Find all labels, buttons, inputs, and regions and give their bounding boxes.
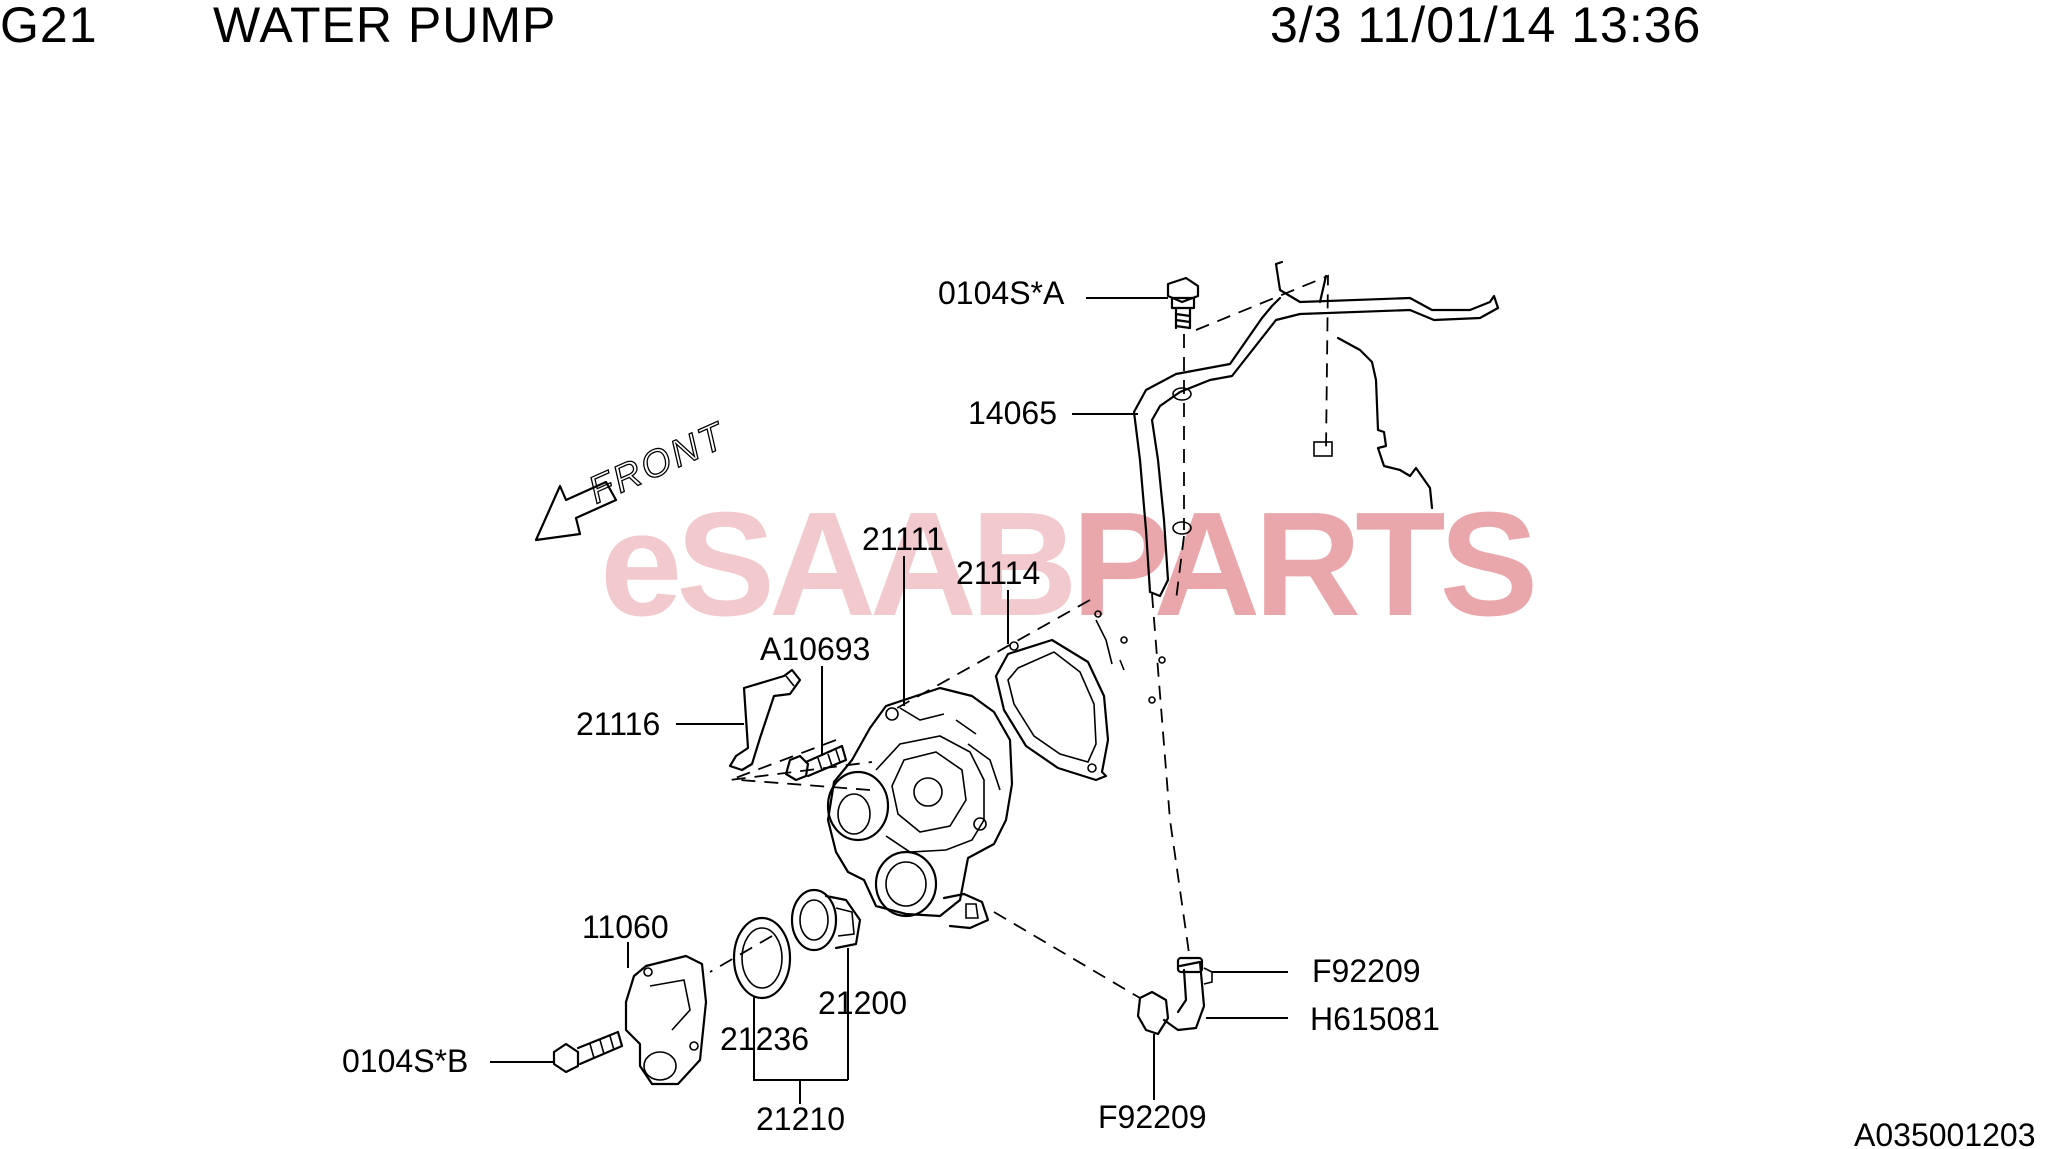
- diagram-reference-code: A035001203: [1854, 1117, 2036, 1149]
- watermark-part-1: eSAAB: [600, 482, 1072, 647]
- label-A10693: A10693: [760, 631, 870, 667]
- bolt-bottom-icon: [552, 1030, 624, 1074]
- water-pipe-icon: [1132, 260, 1500, 598]
- label-21111: 21111: [862, 521, 944, 557]
- label-F92209-upper: F92209: [1312, 953, 1421, 989]
- label-21116: 21116: [576, 706, 660, 742]
- bolt-top-icon: [1166, 276, 1200, 330]
- label-H615081: H615081: [1310, 1001, 1440, 1037]
- page-info: 3/3 11/01/14 13:36: [1270, 0, 1702, 53]
- label-0104S-B: 0104S*B: [342, 1043, 468, 1079]
- label-0104S-A: 0104S*A: [938, 275, 1065, 311]
- label-21114: 21114: [956, 555, 1040, 591]
- thermostat-cover-icon: [624, 954, 708, 1086]
- thermostat-icon: [790, 888, 862, 952]
- gasket-21116-icon: [728, 668, 802, 772]
- label-F92209-lower: F92209: [1098, 1099, 1207, 1135]
- label-21200: 21200: [818, 985, 907, 1021]
- section-title: WATER PUMP: [213, 0, 557, 53]
- water-pump-body-icon: [826, 686, 1014, 930]
- watermark-part-2: PARTS: [1072, 482, 1533, 647]
- label-11060: 11060: [582, 909, 669, 945]
- bolt-a10693-icon: [784, 744, 848, 782]
- o-ring-icon: [732, 916, 792, 1000]
- label-14065: 14065: [968, 395, 1057, 431]
- watermark-text: eSAABPARTS: [600, 482, 1533, 647]
- gasket-21114-icon: [994, 610, 1166, 782]
- section-code: G21: [0, 0, 98, 53]
- label-21236: 21236: [720, 1021, 809, 1057]
- leader-lines: [490, 297, 1288, 1104]
- hose-and-clamps-icon: [1136, 956, 1213, 1036]
- label-21210: 21210: [756, 1101, 845, 1137]
